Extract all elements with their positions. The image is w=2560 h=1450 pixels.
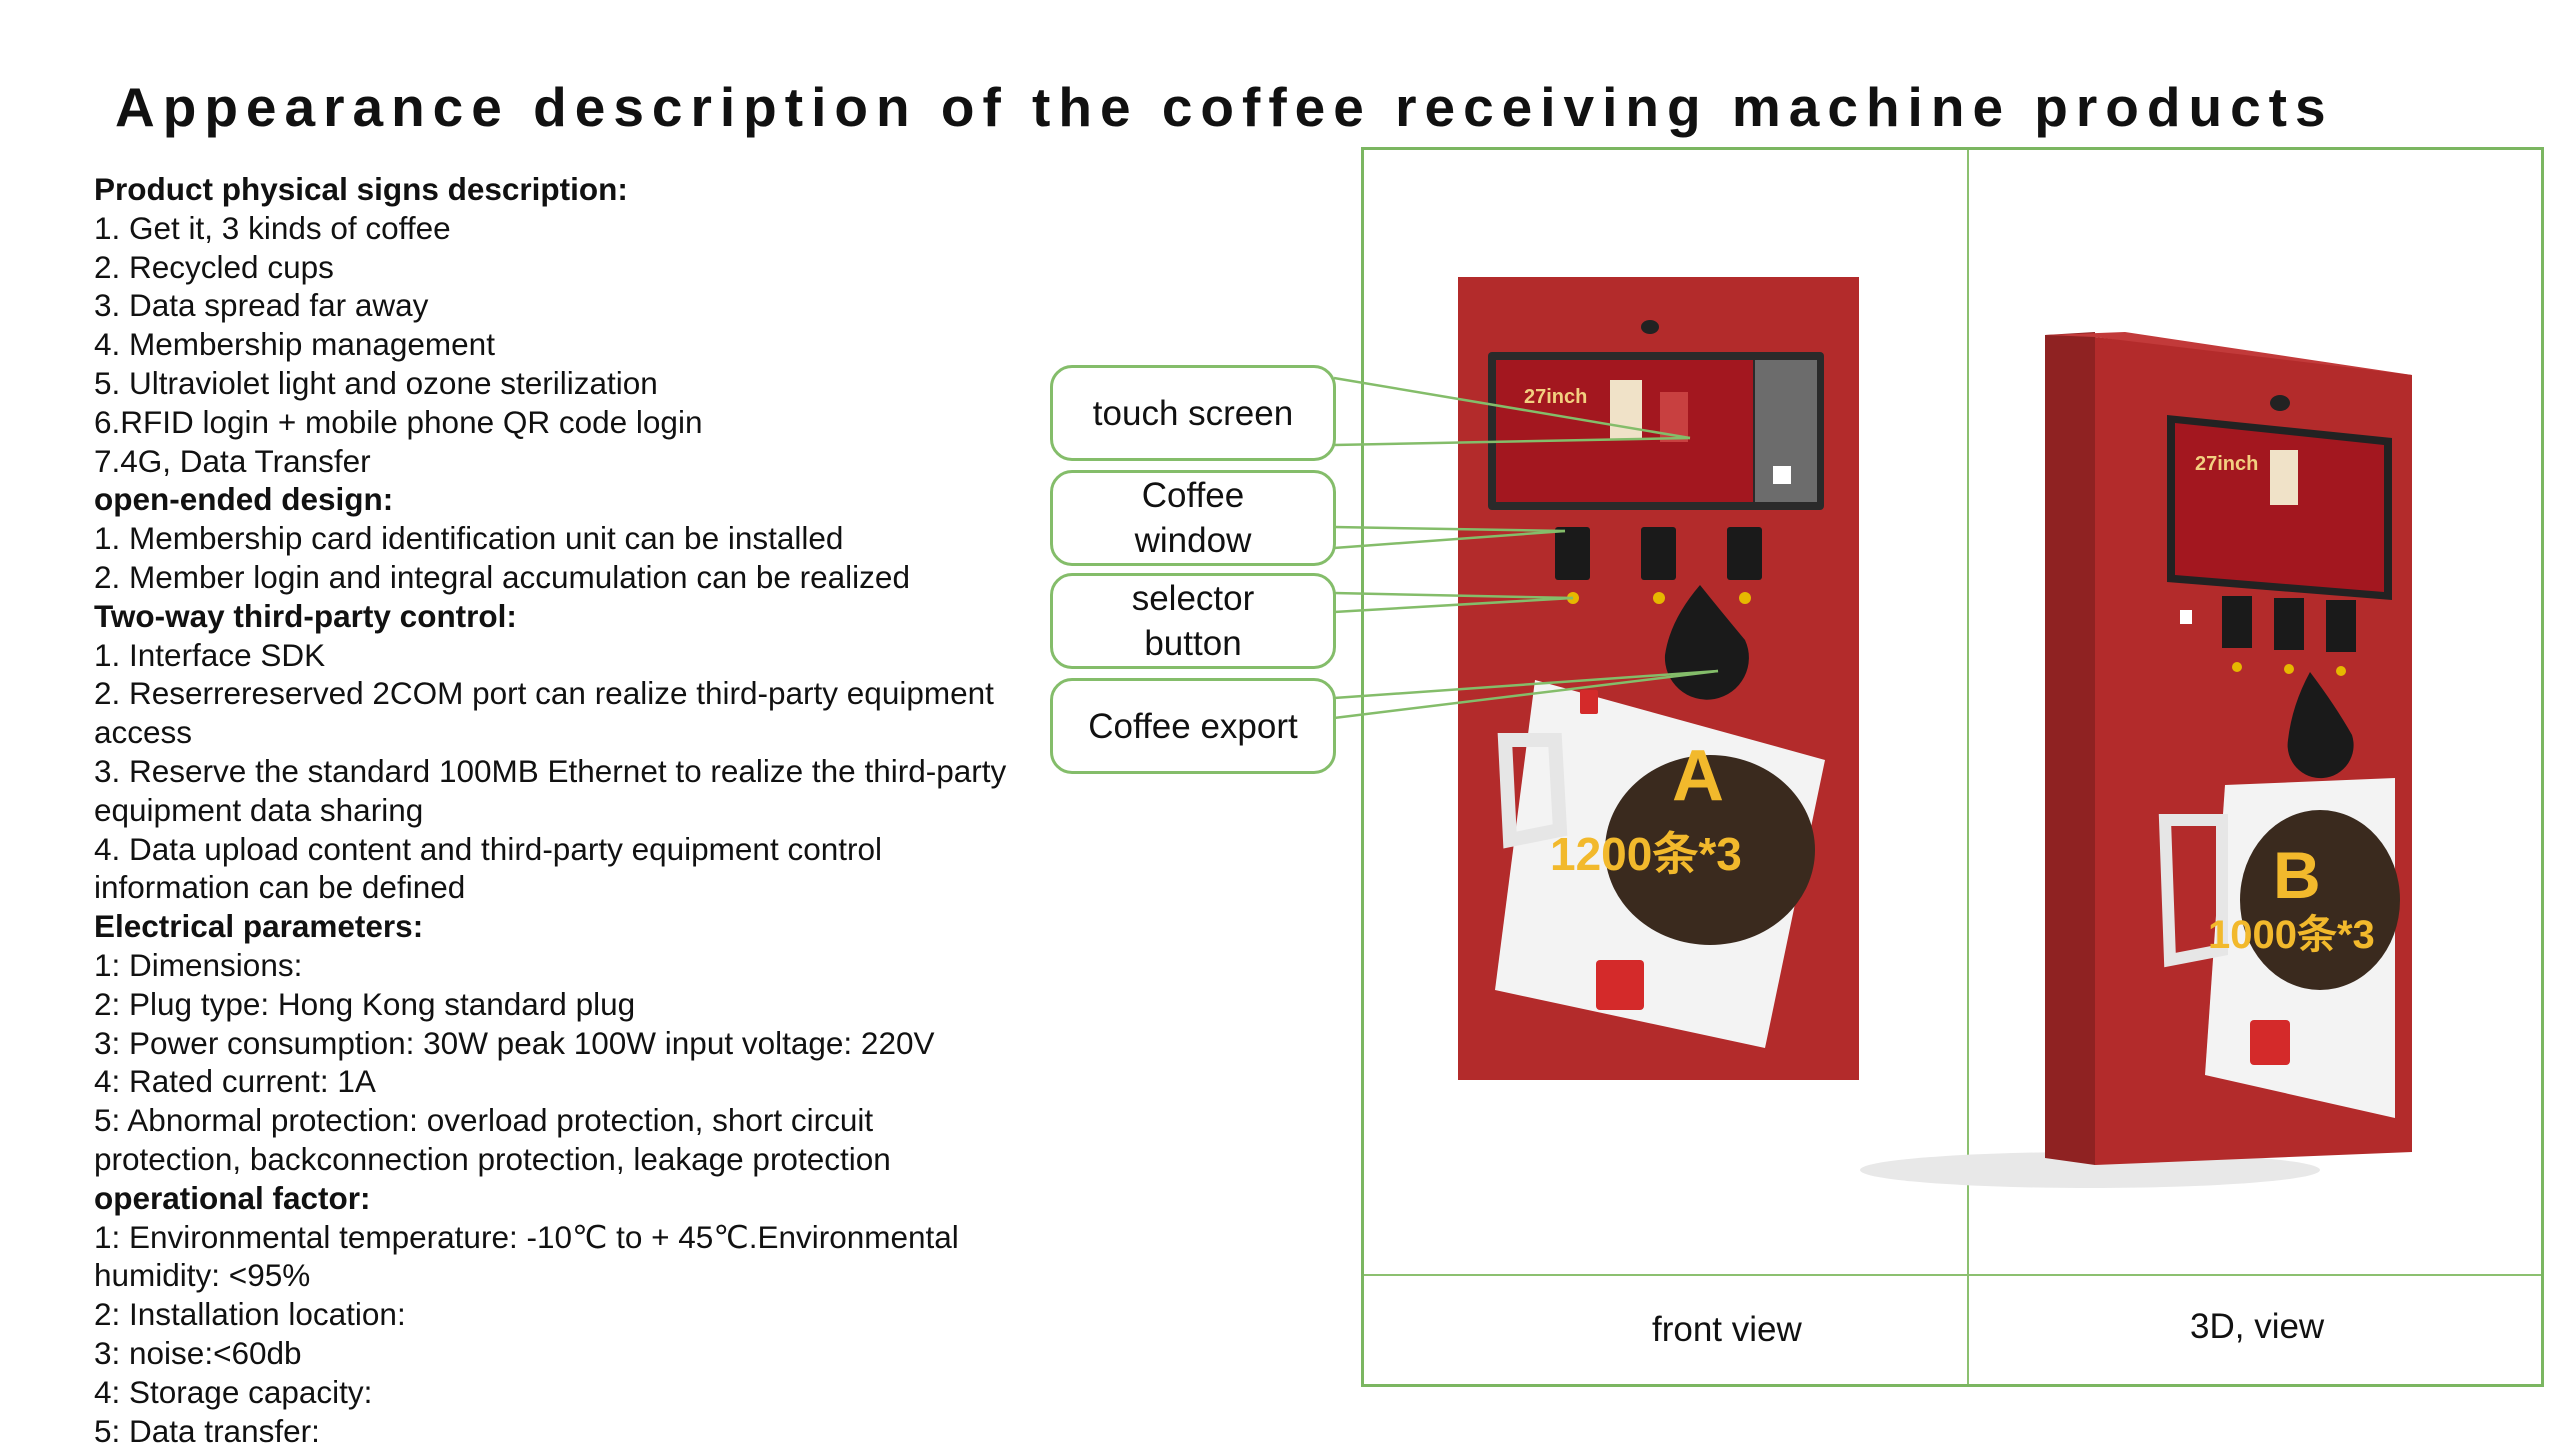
threed-screen-text: 27inch: [2195, 453, 2258, 475]
front-panel-letter: A: [1672, 736, 1724, 816]
front-selector-button-2: [1653, 592, 1665, 604]
threed-coffee-window-1: [2222, 596, 2252, 648]
front-screen-text: 27inch: [1524, 386, 1587, 408]
front-coffee-window-1: [1555, 527, 1590, 580]
front-qr-icon: [1773, 466, 1791, 484]
front-cup-icon: [1596, 960, 1644, 1010]
front-coffee-window-2: [1641, 527, 1676, 580]
front-screen-product: [1610, 380, 1642, 440]
front-camera-icon: [1641, 320, 1659, 334]
callout-coffee-export: Coffee export: [1050, 678, 1336, 774]
threed-camera-icon: [2270, 395, 2290, 411]
threed-selector-button-3: [2336, 666, 2346, 676]
threed-coffee-window-2: [2274, 598, 2304, 650]
threed-coffee-window-3: [2326, 600, 2356, 652]
front-small-cup-icon: [1580, 690, 1598, 714]
front-selector-button-3: [1739, 592, 1751, 604]
threed-panel-letter: B: [2273, 838, 2321, 912]
front-panel-text: 1200条*3: [1550, 828, 1742, 880]
threed-machine-side: [2045, 332, 2095, 1165]
threed-cup-icon: [2250, 1020, 2290, 1065]
callout-selector-button: selector button: [1050, 573, 1336, 669]
threed-qr-icon: [2180, 610, 2192, 624]
threed-selector-button-2: [2284, 664, 2294, 674]
callout-coffee-window: Coffee window: [1050, 470, 1336, 566]
callout-touch-screen: touch screen: [1050, 365, 1336, 461]
threed-panel-text: 1000条*3: [2208, 913, 2375, 957]
threed-selector-button-1: [2232, 662, 2242, 672]
front-coffee-window-3: [1727, 527, 1762, 580]
threed-screen-display: [2175, 423, 2384, 592]
threed-screen-product: [2270, 450, 2298, 505]
threed-machine: 27inch B 1000条*3: [1860, 332, 2412, 1188]
